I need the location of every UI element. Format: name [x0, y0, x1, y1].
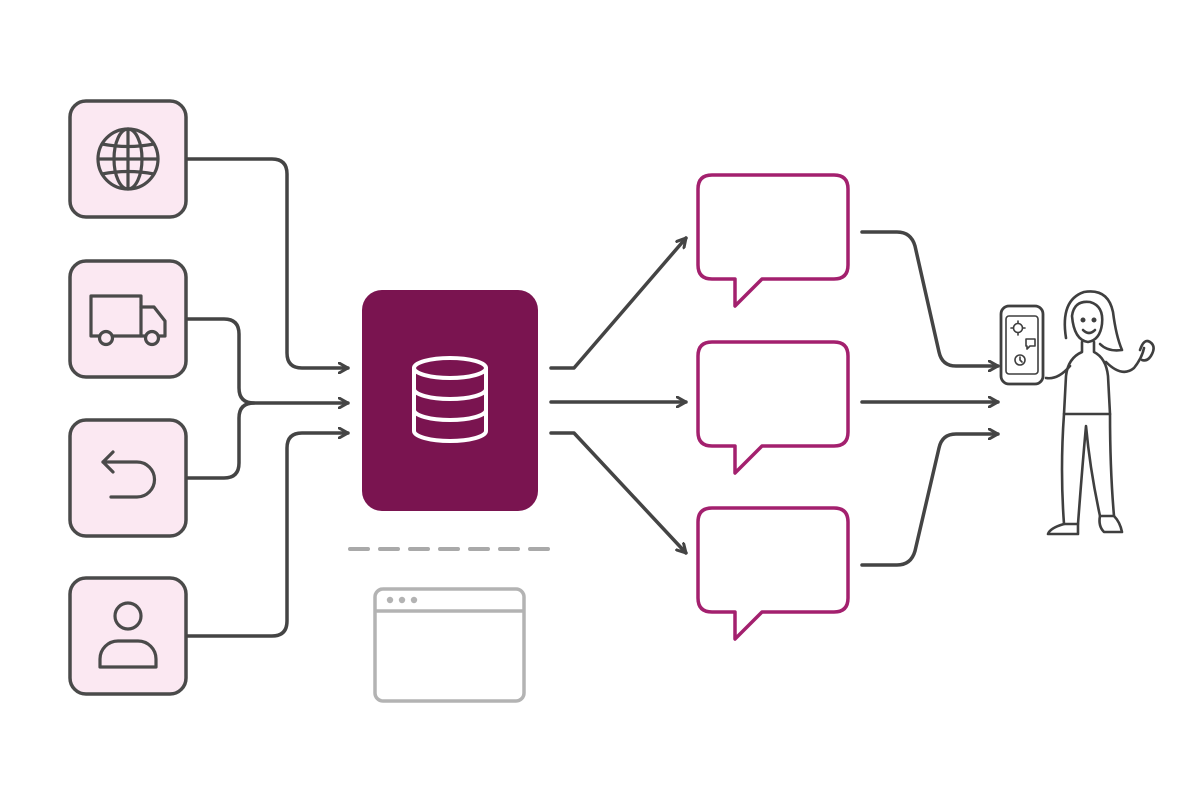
person-hair	[1063, 290, 1124, 352]
connector-bubble-1-to-person	[860, 230, 1000, 366]
person-with-phone-icon	[1044, 290, 1155, 536]
chat-icon	[1025, 338, 1036, 350]
person-face	[1070, 300, 1104, 344]
connector-hub-to-bubble-1	[549, 236, 688, 370]
phone-icon	[999, 304, 1045, 386]
return-arrow-icon	[101, 450, 157, 499]
clock-icon	[1014, 354, 1026, 366]
source-shipping-box	[68, 259, 188, 379]
speech-bubble-icon	[696, 173, 850, 308]
person-legs	[1060, 412, 1116, 526]
connector-shipping-to-hub	[186, 317, 350, 403]
connector-web-to-hub	[186, 157, 350, 368]
gear-icon	[1010, 320, 1026, 336]
connector-hub-to-bubble-3	[549, 431, 688, 555]
source-web-box	[68, 99, 188, 219]
person-torso	[1062, 340, 1112, 416]
source-returns-box	[68, 418, 188, 538]
output-connectors	[860, 230, 1000, 567]
central-database-hub	[362, 290, 538, 511]
speech-bubble-icon	[696, 340, 850, 475]
globe-icon	[96, 127, 160, 191]
message-bubble-2	[696, 340, 850, 475]
source-box-frame	[68, 259, 188, 379]
message-bubble-3	[696, 506, 850, 641]
source-connectors	[186, 157, 350, 638]
connector-customer-to-hub	[186, 433, 350, 638]
message-bubble-1	[696, 173, 850, 308]
speech-bubble-icon	[696, 506, 850, 641]
source-box-frame	[68, 576, 188, 696]
source-box-frame	[68, 418, 188, 538]
source-customer-box	[68, 576, 188, 696]
connector-returns-to-hub	[186, 401, 256, 480]
browser-window-icon	[373, 587, 526, 703]
user-icon	[98, 601, 158, 669]
truck-icon	[89, 294, 167, 347]
database-icon	[412, 356, 488, 443]
hub-connectors	[549, 236, 688, 555]
connector-bubble-3-to-person	[860, 434, 1000, 567]
